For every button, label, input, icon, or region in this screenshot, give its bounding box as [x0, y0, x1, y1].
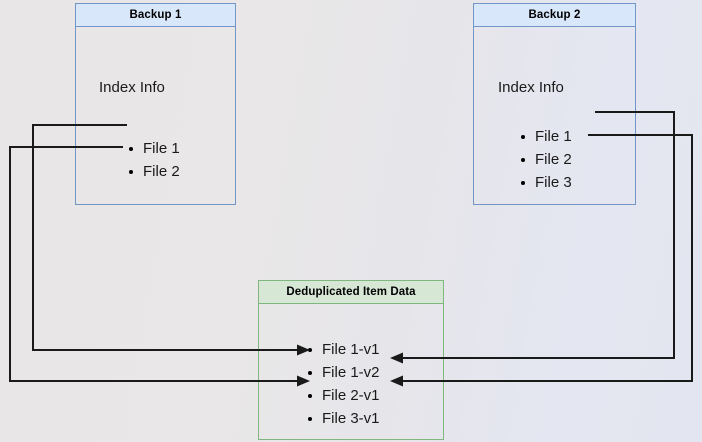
backup1-file-item[interactable]: File 1	[126, 137, 180, 160]
backup2-file-item[interactable]: File 1	[518, 125, 572, 148]
dedup-item-list: File 1-v1 File 1-v2 File 2-v1 File 3-v1	[305, 338, 380, 430]
backup2-body: Index Info File 1 File 2 File 3	[474, 27, 635, 204]
dedup-body: File 1-v1 File 1-v2 File 2-v1 File 3-v1	[259, 304, 443, 439]
backup1-file-list: File 1 File 2	[126, 137, 180, 183]
backup2-box[interactable]: Backup 2 Index Info File 1 File 2 File 3	[473, 3, 636, 205]
backup1-file-item[interactable]: File 2	[126, 160, 180, 183]
backup2-index-label: Index Info	[498, 79, 564, 96]
backup2-file-item[interactable]: File 3	[518, 171, 572, 194]
backup2-file-list: File 1 File 2 File 3	[518, 125, 572, 194]
backup1-body: Index Info File 1 File 2	[76, 27, 235, 204]
backup1-index-label: Index Info	[99, 79, 165, 96]
dedup-list-item[interactable]: File 3-v1	[305, 407, 380, 430]
dedup-list-item[interactable]: File 1-v2	[305, 361, 380, 384]
dedup-title: Deduplicated Item Data	[259, 281, 443, 304]
dedup-list-item[interactable]: File 2-v1	[305, 384, 380, 407]
dedup-box[interactable]: Deduplicated Item Data File 1-v1 File 1-…	[258, 280, 444, 440]
backup2-file-item[interactable]: File 2	[518, 148, 572, 171]
backup1-title: Backup 1	[76, 4, 235, 27]
backup2-title: Backup 2	[474, 4, 635, 27]
dedup-list-item[interactable]: File 1-v1	[305, 338, 380, 361]
backup1-box[interactable]: Backup 1 Index Info File 1 File 2	[75, 3, 236, 205]
